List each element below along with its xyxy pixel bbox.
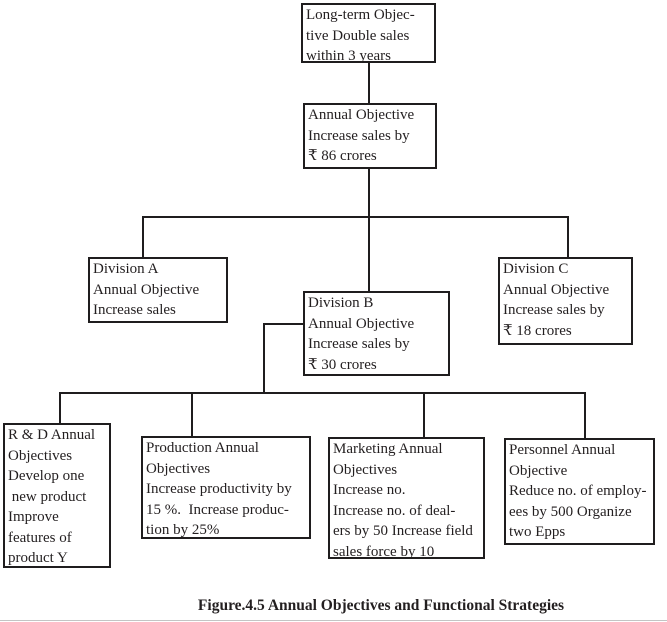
page-bottom-rule	[0, 620, 667, 621]
connector-divisions-horizontal	[142, 216, 569, 218]
connector-division-b-elbow-v	[263, 323, 265, 394]
connector-drop-rnd	[59, 392, 61, 424]
connector-drop-production	[191, 392, 193, 437]
connector-drop-division-c	[567, 216, 569, 258]
node-division-b: Division B Annual Objective Increase sal…	[303, 291, 450, 376]
connector-functions-horizontal	[59, 392, 586, 394]
connector-drop-marketing	[423, 392, 425, 438]
node-production-annual-objectives: Production Annual Objectives Increase pr…	[141, 436, 311, 539]
node-division-a: Division A Annual Objective Increase sal…	[88, 257, 228, 323]
node-long-term-objective: Long-term Objec- tive Double sales withi…	[301, 3, 436, 64]
node-personnel-annual-objective: Personnel Annual Objective Reduce no. of…	[504, 438, 655, 545]
node-marketing-annual-objectives: Marketing Annual Objectives Increase no.…	[328, 437, 485, 560]
connector-drop-personnel	[584, 392, 586, 439]
node-division-c: Division C Annual Objective Increase sal…	[498, 257, 633, 345]
connector-drop-division-b	[368, 216, 370, 292]
connector-drop-division-a	[142, 216, 144, 258]
node-rnd-annual-objectives: R & D Annual Objectives Develop one new …	[3, 423, 111, 568]
connector-longterm-to-annual	[368, 62, 370, 104]
connector-annual-to-divisions	[368, 169, 370, 217]
figure-caption: Figure.4.5 Annual Objectives and Functio…	[197, 597, 565, 614]
connector-division-b-elbow-h	[263, 323, 304, 325]
node-annual-objective: Annual Objective Increase sales by ₹ 86 …	[303, 103, 437, 169]
